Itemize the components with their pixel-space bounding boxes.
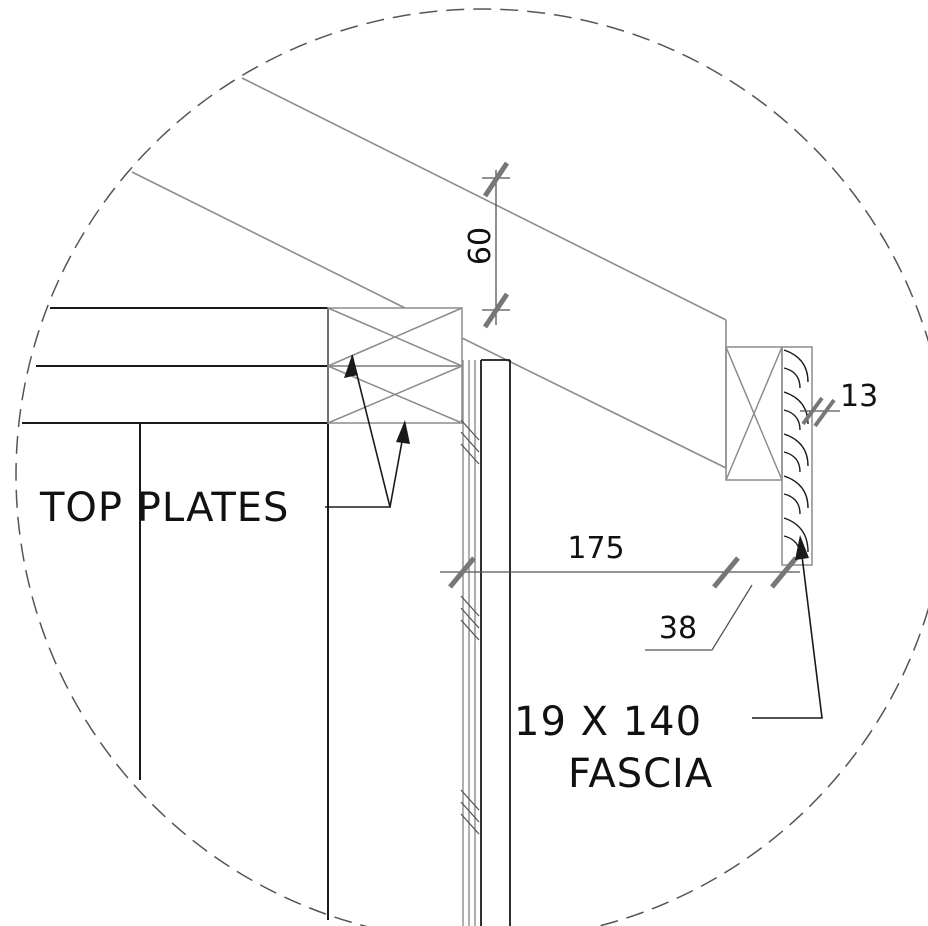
sheathing-break-marks — [460, 419, 480, 835]
lower-rafter — [131, 171, 406, 309]
ceiling-joists — [22, 307, 329, 920]
subfascia-block — [725, 346, 783, 481]
fascia-callout: 19 X 140 FASCIA — [514, 535, 823, 797]
fascia-size-label: 19 X 140 — [514, 699, 702, 745]
top-plates-label: TOP PLATES — [39, 485, 289, 531]
dimension-overhang: 175 — [440, 531, 800, 589]
dimension-overhang-value: 175 — [567, 531, 624, 566]
dimension-subfascia-value: 38 — [659, 611, 697, 646]
top-plate-blocks — [327, 307, 463, 424]
dimension-rafter-depth-value: 60 — [463, 227, 498, 265]
wall-sheathing — [462, 359, 511, 926]
dimension-fascia-thickness: 13 — [800, 379, 878, 428]
detail-boundary-circle — [15, 8, 928, 926]
dimension-subfascia: 38 — [645, 584, 753, 651]
dimension-fascia-thickness-value: 13 — [840, 379, 878, 414]
fascia-name-label: FASCIA — [568, 751, 713, 797]
top-plates-callout: TOP PLATES — [39, 354, 410, 531]
dimension-rafter-depth: 60 — [463, 161, 510, 329]
fascia-board — [781, 346, 813, 566]
upper-rafter — [241, 77, 727, 469]
